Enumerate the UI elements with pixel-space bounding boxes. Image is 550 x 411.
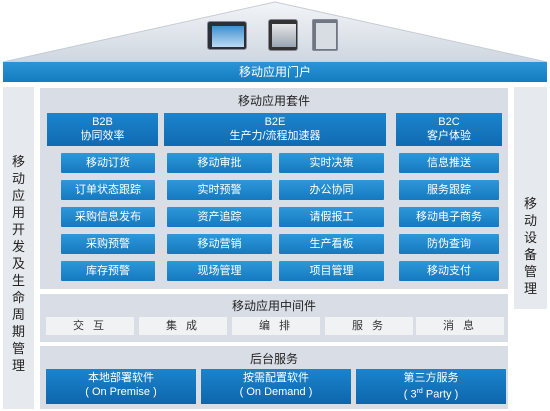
b2b-item[interactable]: 采购预警 [61, 234, 155, 254]
middleware-item[interactable]: 消 息 [416, 317, 504, 335]
b2e-item[interactable]: 实时决策 [279, 153, 384, 173]
device-management-label: 移动设备管理 [523, 196, 537, 296]
b2e-item[interactable]: 现场管理 [167, 261, 272, 281]
b2b-header: B2B 协同效率 [47, 113, 158, 146]
middleware-title: 移动应用中间件 [231, 299, 316, 313]
backend-third-party[interactable]: 第三方服务 ( 3rd Party ) [356, 369, 506, 404]
backend-on-demand[interactable]: 按需配置软件 ( On Demand ) [201, 369, 351, 404]
suite-title: 移动应用套件 [237, 94, 310, 108]
b2e-item[interactable]: 生产看板 [279, 234, 384, 254]
b2e-item[interactable]: 请假报工 [279, 207, 384, 227]
middleware-item[interactable]: 交 互 [46, 317, 134, 335]
b2b-item[interactable]: 移动订货 [61, 153, 155, 173]
b2e-name: 生产力/流程加速器 [229, 130, 321, 142]
b2e-item[interactable]: 资产追踪 [167, 207, 272, 227]
b2e-item[interactable]: 移动审批 [167, 153, 272, 173]
b2c-item[interactable]: 信息推送 [399, 153, 499, 173]
backend-sub: ( On Demand ) [239, 386, 313, 398]
b2e-header: B2E 生产力/流程加速器 [164, 113, 386, 146]
b2b-item[interactable]: 库存预警 [61, 261, 155, 281]
middleware-item[interactable]: 集 成 [139, 317, 227, 335]
b2e-item[interactable]: 项目管理 [279, 261, 384, 281]
b2c-item[interactable]: 移动电子商务 [399, 207, 499, 227]
b2c-item[interactable]: 移动支付 [399, 261, 499, 281]
backend-sub: ( 3rd Party ) [403, 388, 459, 401]
backend-name: 本地部署软件 [88, 372, 154, 384]
b2e-item[interactable]: 移动营销 [167, 234, 272, 254]
b2b-name: 协同效率 [80, 130, 125, 142]
b2c-item[interactable]: 服务跟踪 [399, 180, 499, 200]
b2b-item[interactable]: 采购信息发布 [61, 207, 155, 227]
b2e-item[interactable]: 办公协同 [279, 180, 384, 200]
b2b-code: B2B [92, 116, 113, 128]
b2c-name: 客户体验 [427, 130, 471, 142]
backend-on-premise[interactable]: 本地部署软件 ( On Premise ) [46, 369, 196, 404]
lifecycle-management-panel: 移动应用开发及生命周期管理 [3, 87, 34, 409]
b2e-item[interactable]: 实时预警 [167, 180, 272, 200]
backend-sub: ( On Premise ) [85, 386, 157, 398]
portal-bar: 移动应用门户 [3, 62, 547, 82]
lifecycle-management-label: 移动应用开发及生命周期管理 [11, 154, 25, 373]
device-management-panel: 移动设备管理 [514, 87, 547, 309]
backend-name: 按需配置软件 [243, 372, 309, 384]
backend-name: 第三方服务 [403, 372, 459, 384]
middleware-item[interactable]: 编 排 [232, 317, 320, 335]
tablet-icon [312, 19, 338, 51]
b2c-code: B2C [438, 116, 460, 128]
b2b-item[interactable]: 订单状态跟踪 [61, 180, 155, 200]
b2c-header: B2C 客户体验 [396, 113, 502, 146]
backend-title: 后台服务 [249, 352, 298, 366]
b2e-code: B2E [264, 116, 286, 128]
middleware-item[interactable]: 服 务 [325, 317, 413, 335]
tablet-icon [207, 21, 247, 50]
tablet-icon [268, 19, 298, 51]
b2c-item[interactable]: 防伪查询 [399, 234, 499, 254]
